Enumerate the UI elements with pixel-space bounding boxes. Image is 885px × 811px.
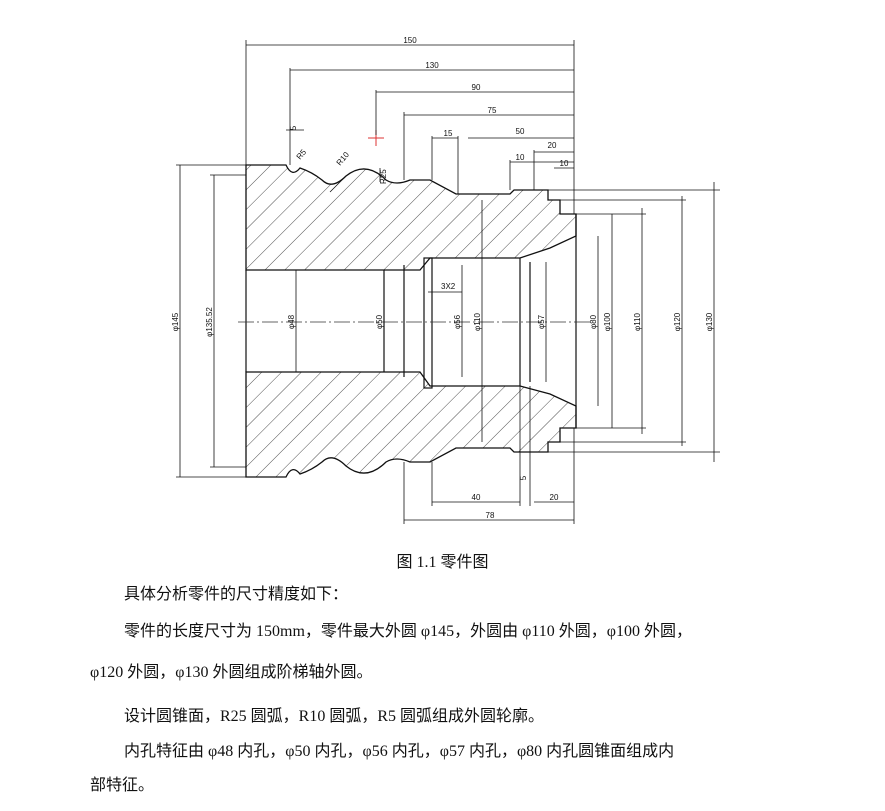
dia-56: φ56	[453, 314, 462, 329]
part-drawing: 150 130 90 75 15 50 20 10 10 5 R5 R10 R2…	[171, 36, 720, 524]
dim-150: 150	[403, 36, 417, 45]
dia-130: φ130	[705, 312, 714, 331]
groove-label: 3X2	[441, 282, 456, 291]
paragraph-4: 内孔特征由 φ48 内孔，φ50 内孔，φ56 内孔，φ57 内孔，φ80 内孔…	[124, 743, 675, 760]
dia-100: φ100	[603, 312, 612, 331]
dim-10-b: 10	[560, 159, 569, 168]
dim-20-top: 20	[548, 141, 557, 150]
dia-57: φ57	[537, 314, 546, 329]
bottom-dimensions	[403, 386, 575, 524]
paragraph-4-cont: 部特征。	[90, 777, 155, 794]
dia-135-52: φ135.52	[205, 307, 214, 337]
dia-50: φ50	[375, 314, 384, 329]
radius-r10: R10	[335, 150, 352, 167]
paragraph-2-cont: φ120 外圆，φ130 外圆组成阶梯轴外圆。	[90, 664, 373, 681]
lower-section	[245, 371, 577, 478]
dim-10-a: 10	[516, 153, 525, 162]
paragraph-2: 零件的长度尺寸为 150mm，零件最大外圆 φ145，外圆由 φ110 外圆，φ…	[124, 623, 693, 640]
inner-diameter-dims	[461, 200, 613, 442]
paragraph-1: 具体分析零件的尺寸精度如下：	[124, 586, 349, 603]
dia-120: φ120	[673, 312, 682, 331]
upper-section	[245, 164, 577, 271]
radius-r5: R5	[295, 147, 309, 161]
dim-15: 15	[444, 129, 453, 138]
right-diameter-dims	[548, 182, 720, 462]
left-diameter-dims	[176, 164, 385, 478]
dia-110-inner: φ110	[473, 312, 482, 330]
dim-50: 50	[516, 127, 525, 136]
dim-20-bottom: 20	[550, 493, 559, 502]
dim-5-top: 5	[289, 125, 298, 130]
radius-r25: R25	[379, 169, 388, 184]
dia-110-outer: φ110	[633, 312, 642, 330]
figure-caption: 图 1.1 零件图	[396, 554, 489, 571]
dia-80: φ80	[589, 314, 598, 329]
paragraph-3: 设计圆锥面，R25 圆弧，R10 圆弧，R5 圆弧组成外圆轮廓。	[124, 708, 545, 725]
dim-40: 40	[472, 493, 481, 502]
dim-78: 78	[486, 511, 495, 520]
radius-leader	[329, 175, 347, 193]
dia-145: φ145	[171, 312, 180, 331]
top-dimensions	[245, 40, 575, 214]
dim-130: 130	[425, 61, 439, 70]
dia-48: φ48	[287, 314, 296, 329]
dim-75: 75	[488, 106, 497, 115]
dim-90: 90	[472, 83, 481, 92]
dim-5-bottom: 5	[519, 475, 528, 480]
